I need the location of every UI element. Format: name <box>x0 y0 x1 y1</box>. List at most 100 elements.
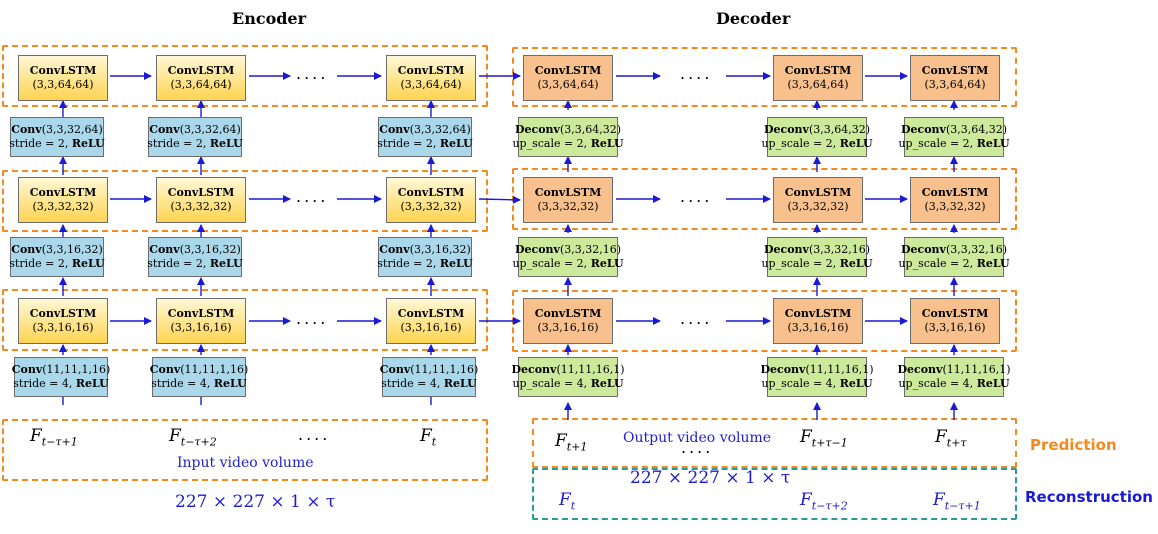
box-params: (3,3,16,16) <box>924 321 986 334</box>
conv-name: Conv <box>149 243 180 256</box>
conv-stride: stride = 4, <box>13 377 76 390</box>
encoder-mid-row-group <box>2 170 488 232</box>
decoder-convlstm-32-col3: ConvLSTM (3,3,32,32) <box>910 177 1000 223</box>
deconv-name: Deconv <box>760 363 806 376</box>
reconstruction-frame-2: Ft−τ+2 <box>800 490 848 512</box>
output-caption: Output video volume <box>623 430 772 446</box>
conv-activation: ReLU <box>213 377 247 390</box>
conv-stride: stride = 2, <box>9 137 72 150</box>
deconv-activation: ReLU <box>590 257 624 270</box>
box-name: ConvLSTM <box>167 307 235 320</box>
decoder-deconv-32-16-col1: Deconv(3,3,32,16) up_scale = 2, ReLU <box>512 237 624 277</box>
deconv-params: (3,3,64,32) <box>559 123 622 136</box>
conv-activation: ReLU <box>71 137 105 150</box>
prediction-frame-2: Ft+τ−1 <box>800 427 848 449</box>
encoder-convlstm-16-col3: ConvLSTM (3,3,16,16) <box>386 298 476 344</box>
deconv-upscale: up_scale = 2, <box>761 257 840 270</box>
box-name: ConvLSTM <box>534 186 602 199</box>
conv-name: Conv <box>149 363 181 376</box>
box-name: ConvLSTM <box>29 186 97 199</box>
deconv-activation: ReLU <box>976 257 1010 270</box>
deconv-activation: ReLU <box>839 377 873 390</box>
deconv-activation: ReLU <box>976 137 1010 150</box>
encoder-conv-1-16-col3: Conv(11,11,1,16) stride = 4, ReLU <box>380 357 478 397</box>
box-name: ConvLSTM <box>397 186 465 199</box>
deconv-activation: ReLU <box>590 377 624 390</box>
frame-subscript: t−τ+2 <box>811 499 848 513</box>
input-frame-3: Ft <box>420 426 436 448</box>
box-params: (3,3,16,16) <box>400 321 462 334</box>
decoder-deconv-16-1-col1: Deconv(11,11,16,1) up_scale = 4, ReLU <box>511 357 625 397</box>
box-name: ConvLSTM <box>921 186 989 199</box>
deconv-params: (3,3,32,16) <box>559 243 622 256</box>
decoder-deconv-64-32-col3: Deconv(3,3,64,32) up_scale = 2, ReLU <box>898 117 1010 157</box>
conv-name: Conv <box>379 243 410 256</box>
deconv-params: (3,3,32,16) <box>945 243 1008 256</box>
encoder-convlstm-64-col1: ConvLSTM (3,3,64,64) <box>18 55 108 101</box>
conv-params: (3,3,16,32) <box>41 243 103 256</box>
prediction-label: Prediction <box>1030 436 1117 454</box>
decoder-top-ellipsis: .... <box>680 64 713 83</box>
frame-subscript: t−τ+2 <box>180 435 217 449</box>
reconstruction-volume-box <box>532 468 1017 520</box>
box-params: (3,3,32,32) <box>400 200 462 213</box>
box-params: (3,3,16,16) <box>32 321 94 334</box>
box-name: ConvLSTM <box>29 307 97 320</box>
encoder-title: Encoder <box>232 9 307 28</box>
conv-name: Conv <box>149 123 180 136</box>
decoder-deconv-32-16-col2: Deconv(3,3,32,16) up_scale = 2, ReLU <box>761 237 873 277</box>
conv-stride: stride = 2, <box>9 257 72 270</box>
encoder-bot-ellipsis: .... <box>296 309 329 328</box>
frame-base: F <box>935 427 947 447</box>
box-name: ConvLSTM <box>167 186 235 199</box>
encoder-convlstm-16-col2: ConvLSTM (3,3,16,16) <box>156 298 246 344</box>
decoder-deconv-64-32-col2: Deconv(3,3,64,32) up_scale = 2, ReLU <box>761 117 873 157</box>
deconv-name: Deconv <box>897 363 943 376</box>
decoder-deconv-16-1-col3: Deconv(11,11,16,1) up_scale = 4, ReLU <box>897 357 1011 397</box>
box-params: (3,3,64,64) <box>170 78 232 91</box>
encoder-conv-32-64-col1: Conv(3,3,32,64) stride = 2, ReLU <box>9 117 105 157</box>
deconv-activation: ReLU <box>590 137 624 150</box>
output-volume-box <box>532 418 1017 468</box>
input-frame-1: Ft−τ+1 <box>30 426 78 448</box>
encoder-conv-16-32-col2: Conv(3,3,16,32) stride = 2, ReLU <box>147 237 243 277</box>
frame-base: F <box>420 426 432 446</box>
conv-stride: stride = 4, <box>151 377 214 390</box>
decoder-title: Decoder <box>716 9 791 28</box>
conv-name: Conv <box>11 123 42 136</box>
box-params: (3,3,32,32) <box>32 200 94 213</box>
box-name: ConvLSTM <box>397 64 465 77</box>
box-name: ConvLSTM <box>534 64 602 77</box>
deconv-upscale: up_scale = 2, <box>512 257 591 270</box>
conv-name: Conv <box>11 243 42 256</box>
box-params: (3,3,32,32) <box>170 200 232 213</box>
box-name: ConvLSTM <box>921 307 989 320</box>
frame-base: F <box>169 426 181 446</box>
decoder-convlstm-16-col1: ConvLSTM (3,3,16,16) <box>523 298 613 344</box>
box-name: ConvLSTM <box>397 307 465 320</box>
deconv-params: (3,3,64,32) <box>945 123 1008 136</box>
encoder-conv-32-64-col2: Conv(3,3,32,64) stride = 2, ReLU <box>147 117 243 157</box>
box-name: ConvLSTM <box>29 64 97 77</box>
input-caption: Input video volume <box>177 455 314 471</box>
conv-params: (3,3,32,64) <box>179 123 241 136</box>
encoder-conv-1-16-col1: Conv(11,11,1,16) stride = 4, ReLU <box>12 357 110 397</box>
box-params: (3,3,32,32) <box>924 200 986 213</box>
conv-activation: ReLU <box>71 257 105 270</box>
encoder-conv-16-32-col1: Conv(3,3,16,32) stride = 2, ReLU <box>9 237 105 277</box>
conv-name: Conv <box>379 123 410 136</box>
box-params: (3,3,64,64) <box>400 78 462 91</box>
box-name: ConvLSTM <box>784 307 852 320</box>
deconv-upscale: up_scale = 4, <box>512 377 591 390</box>
box-params: (3,3,16,16) <box>787 321 849 334</box>
encoder-conv-32-64-col3: Conv(3,3,32,64) stride = 2, ReLU <box>377 117 473 157</box>
box-params: (3,3,32,32) <box>787 200 849 213</box>
conv-params: (3,3,16,32) <box>179 243 241 256</box>
output-ellipsis: .... <box>681 438 714 457</box>
conv-stride: stride = 2, <box>147 137 210 150</box>
decoder-deconv-32-16-col3: Deconv(3,3,32,16) up_scale = 2, ReLU <box>898 237 1010 277</box>
box-name: ConvLSTM <box>784 64 852 77</box>
prediction-frame-1: Ft+1 <box>555 431 587 453</box>
decoder-convlstm-16-col3: ConvLSTM (3,3,16,16) <box>910 298 1000 344</box>
deconv-activation: ReLU <box>976 377 1010 390</box>
